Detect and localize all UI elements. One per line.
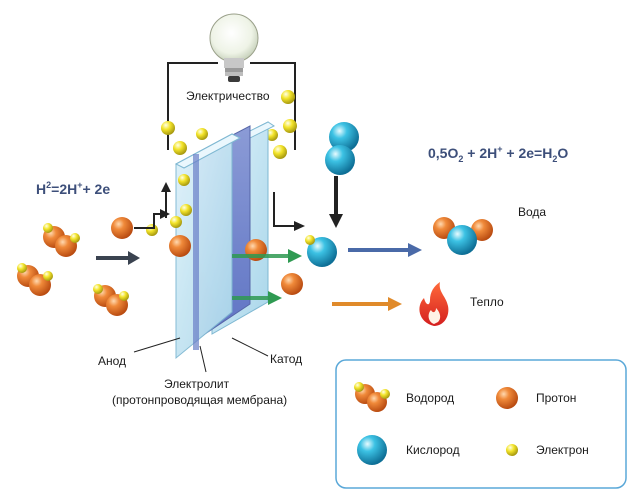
oxygen-molecule (325, 122, 359, 175)
legend-hydrogen-icon (354, 382, 390, 412)
arrow-proton-2 (232, 291, 282, 305)
electrolyte-label: Электролит (164, 377, 230, 391)
electron-path-cathode (273, 192, 294, 227)
hydrogen-molecule (43, 223, 80, 257)
light-bulb-icon (209, 13, 259, 82)
arrow-oxygen-in (329, 176, 343, 228)
arrow-heat-out (332, 297, 402, 311)
arrow-hydrogen-in (96, 251, 140, 265)
hydrogen-molecule (93, 284, 129, 316)
arrow-proton-1 (232, 249, 302, 263)
circuit-wire-right (250, 62, 296, 150)
legend-electron-icon (506, 444, 518, 456)
cathode-label: Катод (270, 352, 302, 366)
electron-path-anode (134, 213, 160, 229)
anode-label: Анод (98, 354, 126, 368)
legend-proton-icon (496, 387, 518, 409)
flame-icon (419, 282, 449, 326)
legend-hydrogen-label: Водород (406, 391, 454, 405)
hydrogen-molecule (17, 263, 53, 296)
water-label: Вода (518, 205, 546, 219)
legend-oxygen-label: Кислород (406, 443, 460, 457)
arrow-water-out (348, 243, 422, 257)
legend-electron-label: Электрон (536, 443, 589, 457)
anode-equation: H2=2H++ 2e (36, 180, 110, 197)
water-molecule (433, 217, 493, 255)
cathode-equation: 0,5O2 + 2H+ + 2e=H2O (428, 144, 568, 164)
electricity-label: Электричество (186, 89, 270, 103)
legend-proton-label: Протон (536, 391, 576, 405)
heat-label: Тепло (470, 295, 504, 309)
legend: Водород Протон Кислород Электрон (335, 359, 627, 489)
membrane-label: (протонпроводящая мембрана) (112, 393, 287, 407)
circuit-wire-left (167, 62, 218, 150)
legend-oxygen-icon (357, 435, 387, 465)
circuit-electrons (161, 90, 297, 159)
fuel-cell-stack (174, 121, 275, 360)
